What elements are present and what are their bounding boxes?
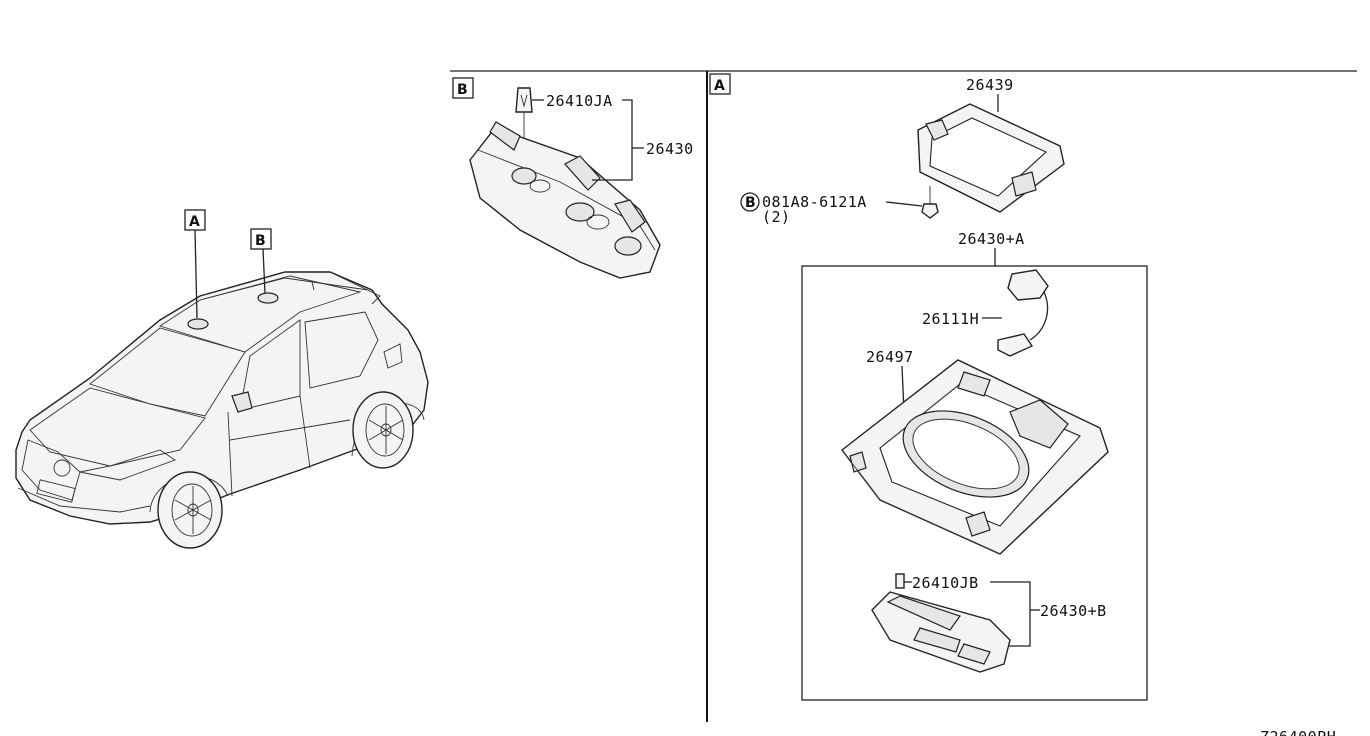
label-26410ja: 26410JA: [546, 92, 613, 110]
label-bolt-qty: (2): [762, 208, 791, 226]
label-26410jb: 26410JB: [912, 574, 979, 592]
roof-lamp-spot-b: [257, 292, 279, 304]
map-lamp-26430: [469, 121, 661, 279]
label-bolt-circle: B: [745, 195, 756, 211]
label-A-car: A: [189, 214, 200, 230]
map-lamp-26430-b: [871, 591, 1011, 673]
panel-a: A 26439 B 081A8-6121A (2) 26430+A: [709, 73, 1148, 701]
panel-frame: [450, 70, 1357, 722]
assembly-box-26430-a: [801, 265, 1148, 701]
panel-b-title: B: [457, 82, 468, 98]
label-26430-b: 26430+B: [1040, 602, 1107, 620]
roof-lamp-spot-a: [187, 318, 209, 330]
label-26497: 26497: [866, 348, 914, 366]
bulb-26410jb: [895, 573, 905, 589]
label-26430-a: 26430+A: [958, 230, 1025, 248]
panel-a-title: A: [714, 78, 725, 94]
callout-b-car: B: [250, 228, 272, 294]
bulb-26410ja: [515, 87, 533, 113]
panel-b: B 26410JA 26430: [452, 77, 694, 279]
bracket-26439: [917, 103, 1065, 213]
car-illustration: [15, 271, 429, 549]
bolt-081a8: B 081A8-6121A (2): [740, 186, 939, 226]
callout-a-car: A: [184, 209, 206, 319]
label-26430: 26430: [646, 140, 694, 158]
label-26439: 26439: [966, 76, 1014, 94]
console-26497: [841, 359, 1109, 555]
label-26111h: 26111H: [922, 310, 979, 328]
label-B-car: B: [255, 233, 266, 249]
diagram-code: Z26400PH: [1260, 728, 1336, 736]
harness-26111h: [997, 269, 1049, 357]
label-081a8-6121a: 081A8-6121A: [762, 193, 867, 211]
rear-wheel: [352, 391, 414, 469]
front-wheel: [157, 471, 223, 549]
